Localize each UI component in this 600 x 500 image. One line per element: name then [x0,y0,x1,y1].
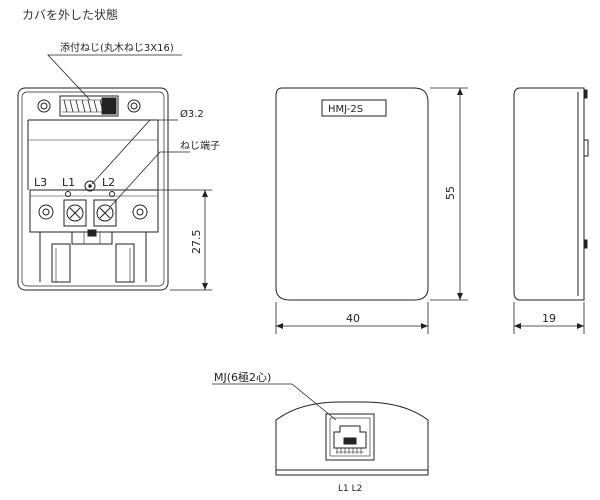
page-title: カバを外した状態 [22,8,119,22]
mj-label: MJ(6極2心) [214,370,271,384]
dim-40: 40 [346,312,360,325]
l1-label: L1 [62,176,75,189]
l2-label: L2 [102,176,115,189]
dim-19: 19 [542,312,556,325]
dim-front [275,87,468,334]
leader-lines [47,54,190,208]
terminal-label: ねじ端子 [180,139,220,152]
bottom-terminal-label: L1 L2 [338,484,362,494]
inner-view [17,87,169,291]
leader-mj [212,383,337,421]
side-view [513,87,589,301]
dim-27-5: 27.5 [190,230,203,255]
dim-height-left [120,189,212,291]
front-view [275,87,429,301]
dim-55: 55 [444,186,457,200]
l3-label: L3 [34,176,47,189]
screw-label: 添付ねじ(丸木ねじ3X16) [60,41,174,54]
dim-side [513,302,585,334]
bottom-view [275,401,429,476]
model-label: HMJ-2S [328,104,363,115]
hole-label: Ø3.2 [180,108,204,120]
